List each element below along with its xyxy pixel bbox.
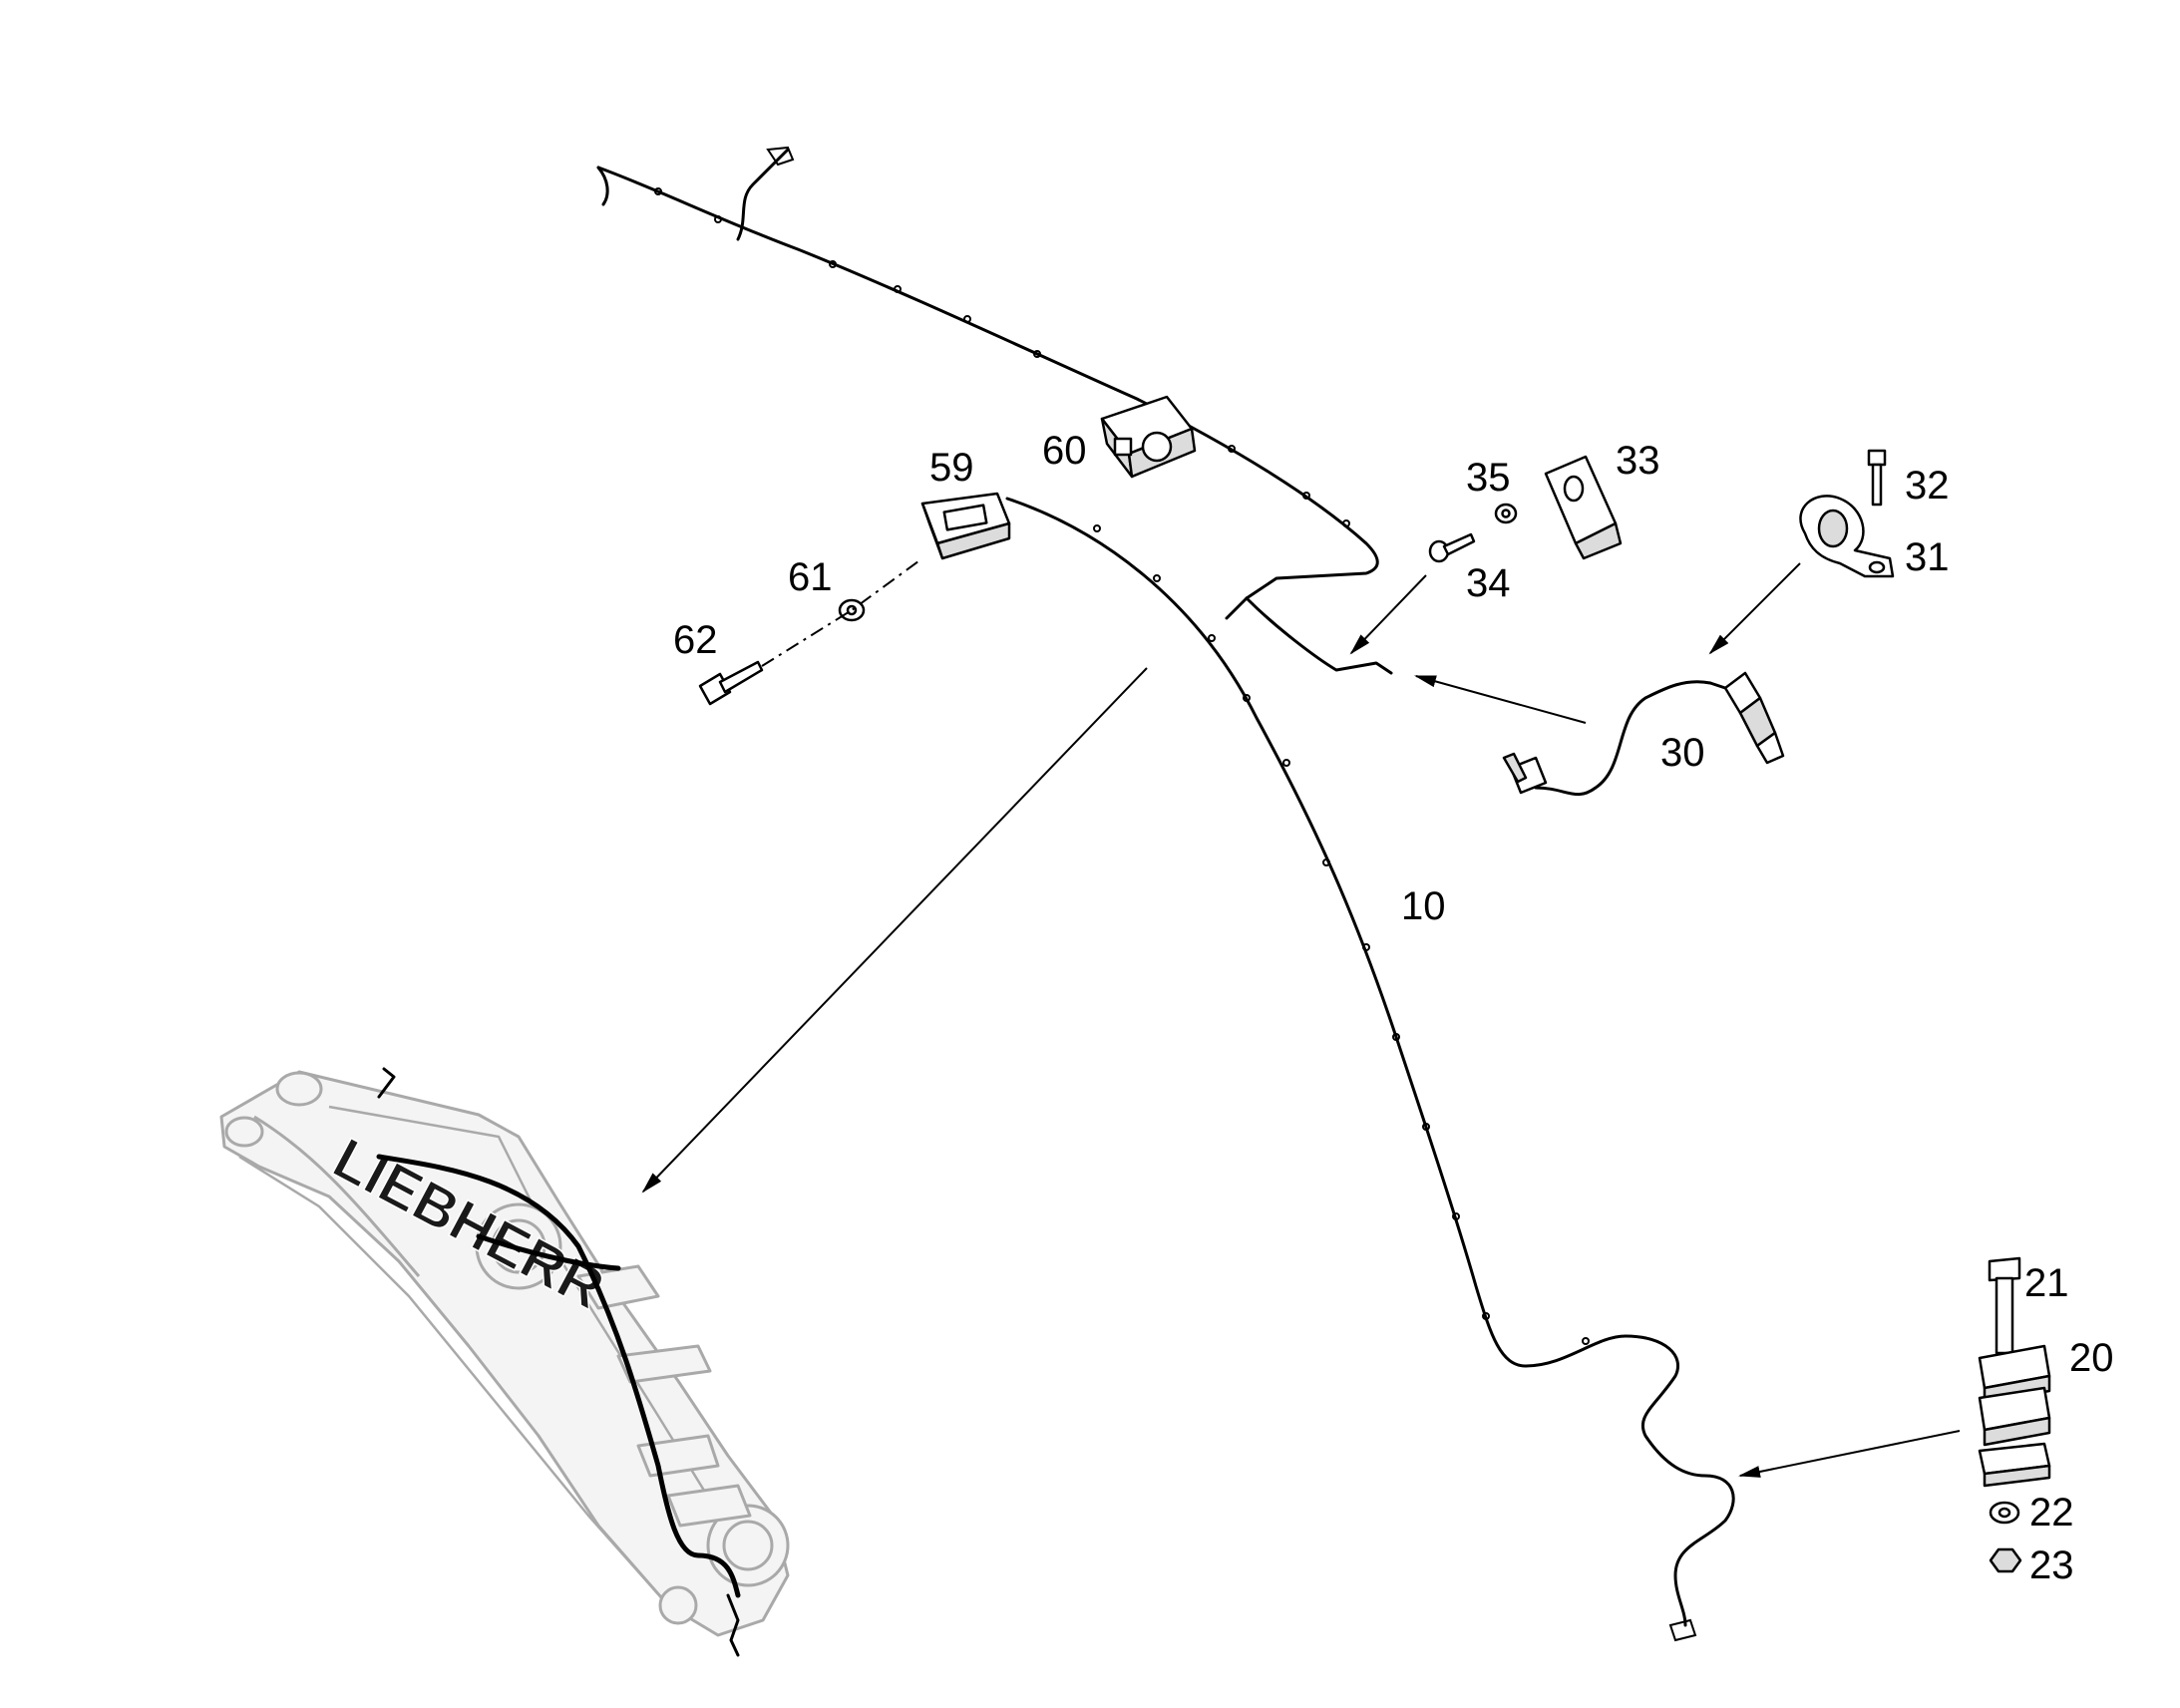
part-34-screw bbox=[1428, 532, 1476, 563]
leader-arrows bbox=[641, 562, 1961, 1478]
callout-60: 60 bbox=[1042, 429, 1087, 473]
callout-32: 32 bbox=[1905, 464, 1950, 508]
callout-59: 59 bbox=[929, 446, 974, 490]
part-33-bracket bbox=[1544, 455, 1623, 560]
callout-labels: 10 20 21 22 23 30 31 32 33 34 35 59 60 6… bbox=[673, 429, 2114, 1587]
part-22-washer bbox=[1989, 1501, 2020, 1525]
part-23-nut bbox=[1989, 1547, 2022, 1573]
callout-61: 61 bbox=[788, 555, 833, 599]
callout-22: 22 bbox=[2029, 1491, 2074, 1535]
callout-20: 20 bbox=[2069, 1336, 2114, 1380]
callout-33: 33 bbox=[1616, 439, 1660, 483]
boom-assembly: LIEBHERR bbox=[219, 1067, 790, 1657]
part-62-bolt bbox=[698, 660, 764, 706]
part-31-clamp bbox=[1799, 495, 1895, 578]
callout-35: 35 bbox=[1466, 456, 1511, 500]
callout-30: 30 bbox=[1660, 731, 1705, 775]
callout-23: 23 bbox=[2029, 1543, 2074, 1587]
part-59-junction-box bbox=[920, 492, 1011, 560]
callout-34: 34 bbox=[1466, 561, 1511, 605]
callout-31: 31 bbox=[1905, 535, 1950, 579]
part-30-pressure-sensor bbox=[1502, 671, 1785, 797]
part-21-bolt bbox=[1988, 1256, 2021, 1355]
callout-21: 21 bbox=[2024, 1261, 2069, 1305]
bolt-center-line bbox=[761, 557, 923, 667]
part-20-clamp-halves bbox=[1978, 1344, 2051, 1488]
part-35-washer bbox=[1494, 503, 1518, 524]
part-61-washer bbox=[838, 598, 866, 622]
callout-10: 10 bbox=[1401, 884, 1446, 928]
part-60-module bbox=[1100, 395, 1197, 479]
callout-62: 62 bbox=[673, 618, 718, 662]
harness-10 bbox=[596, 146, 1735, 1642]
part-32-screw bbox=[1867, 449, 1887, 507]
